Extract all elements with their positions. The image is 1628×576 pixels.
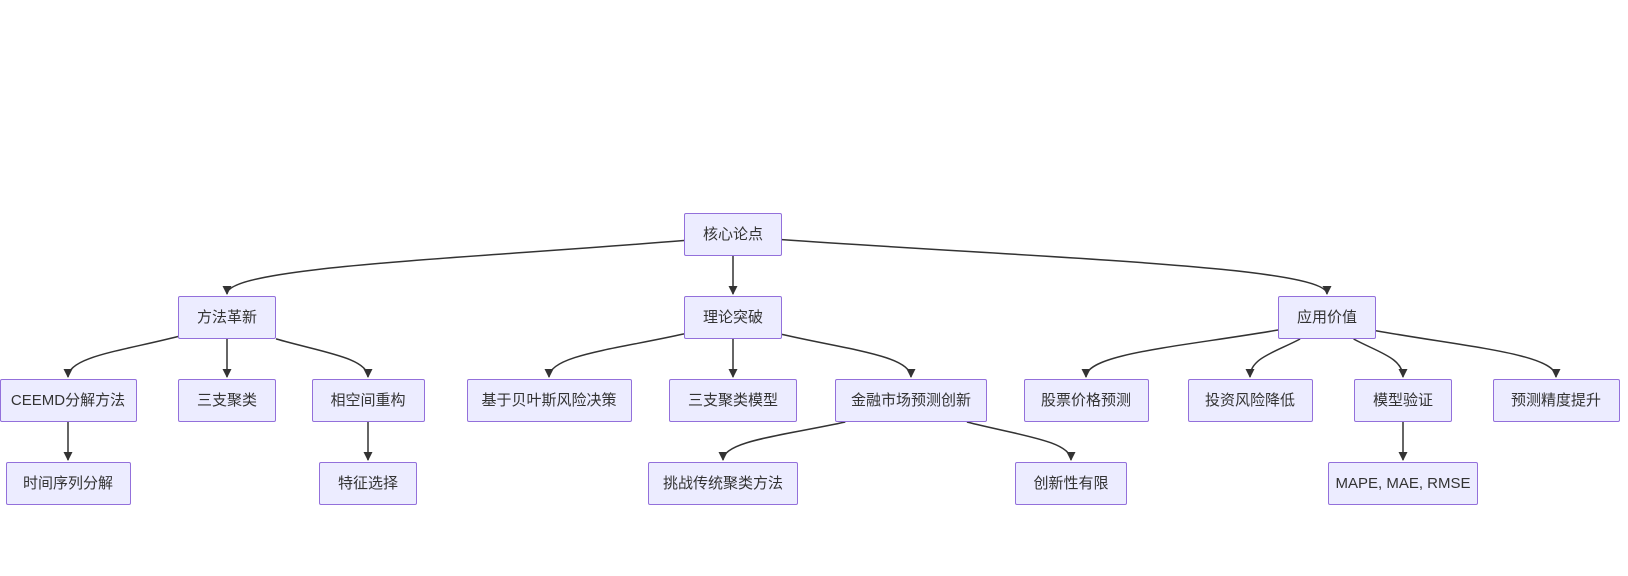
node-application-value: 应用价值 [1278, 296, 1376, 339]
edge-financial-market-prediction-innovation--challenge-traditional-clustering [718, 421, 846, 461]
edge-method-innovation--phase-space-reconstruction [275, 338, 373, 378]
node-label: CEEMD分解方法 [10, 392, 126, 409]
node-label: 创新性有限 [1033, 475, 1109, 492]
edges-group [63, 238, 1561, 461]
node-three-way-clustering-model: 三支聚类模型 [669, 379, 797, 422]
edge-application-value--stock-price-prediction [1081, 329, 1279, 378]
edge-application-value--model-validation [1353, 338, 1408, 378]
node-evaluation-metrics: MAPE, MAE, RMSE [1328, 462, 1478, 505]
edge-financial-market-prediction-innovation--limited-innovation [966, 421, 1076, 461]
node-prediction-accuracy-improvement: 预测精度提升 [1492, 379, 1620, 422]
node-core-thesis: 核心论点 [684, 213, 782, 256]
node-model-validation: 模型验证 [1354, 379, 1452, 422]
node-label: 预测精度提升 [1510, 392, 1601, 409]
node-label: 相空间重构 [330, 392, 406, 409]
node-label: 投资风险降低 [1204, 392, 1295, 409]
node-label: 理论突破 [702, 309, 763, 326]
node-label: 应用价值 [1296, 309, 1357, 326]
node-method-innovation: 方法革新 [178, 296, 276, 339]
node-label: 三支聚类模型 [687, 392, 778, 409]
node-label: 核心论点 [702, 226, 763, 243]
node-challenge-traditional-clustering: 挑战传统聚类方法 [648, 462, 798, 505]
node-investment-risk-reduction: 投资风险降低 [1187, 379, 1313, 422]
node-phase-space-reconstruction: 相空间重构 [311, 379, 425, 422]
node-label: 金融市场预测创新 [850, 392, 971, 409]
node-label: 三支聚类 [196, 392, 257, 409]
edge-core-thesis--method-innovation [222, 239, 685, 295]
node-label: 特征选择 [337, 475, 398, 492]
edge-application-value--investment-risk-reduction [1245, 338, 1301, 378]
node-bayesian-risk-decision: 基于贝叶斯风险决策 [466, 379, 632, 422]
node-three-way-clustering: 三支聚类 [178, 379, 276, 422]
node-label: 时间序列分解 [22, 475, 113, 492]
node-label: 挑战传统聚类方法 [662, 475, 783, 492]
edge-method-innovation--ceemd-decomposition [63, 335, 179, 378]
node-theory-breakthrough: 理论突破 [684, 296, 782, 339]
node-label: 股票价格预测 [1040, 392, 1131, 409]
edge-application-value--prediction-accuracy-improvement [1375, 329, 1561, 378]
node-limited-innovation: 创新性有限 [1015, 462, 1127, 505]
edge-theory-breakthrough--bayesian-risk-decision [544, 333, 685, 378]
node-label: 基于贝叶斯风险决策 [481, 392, 617, 409]
node-time-series-decomposition: 时间序列分解 [5, 462, 131, 505]
edge-core-thesis--application-value [781, 238, 1332, 295]
node-feature-selection: 特征选择 [319, 462, 417, 505]
node-label: 模型验证 [1372, 392, 1433, 409]
node-financial-market-prediction-innovation: 金融市场预测创新 [835, 379, 987, 422]
node-stock-price-prediction: 股票价格预测 [1023, 379, 1149, 422]
node-label: 方法革新 [196, 309, 257, 326]
edge-theory-breakthrough--financial-market-prediction-innovation [781, 333, 916, 378]
node-ceemd-decomposition: CEEMD分解方法 [0, 379, 137, 422]
node-label: MAPE, MAE, RMSE [1335, 475, 1471, 492]
